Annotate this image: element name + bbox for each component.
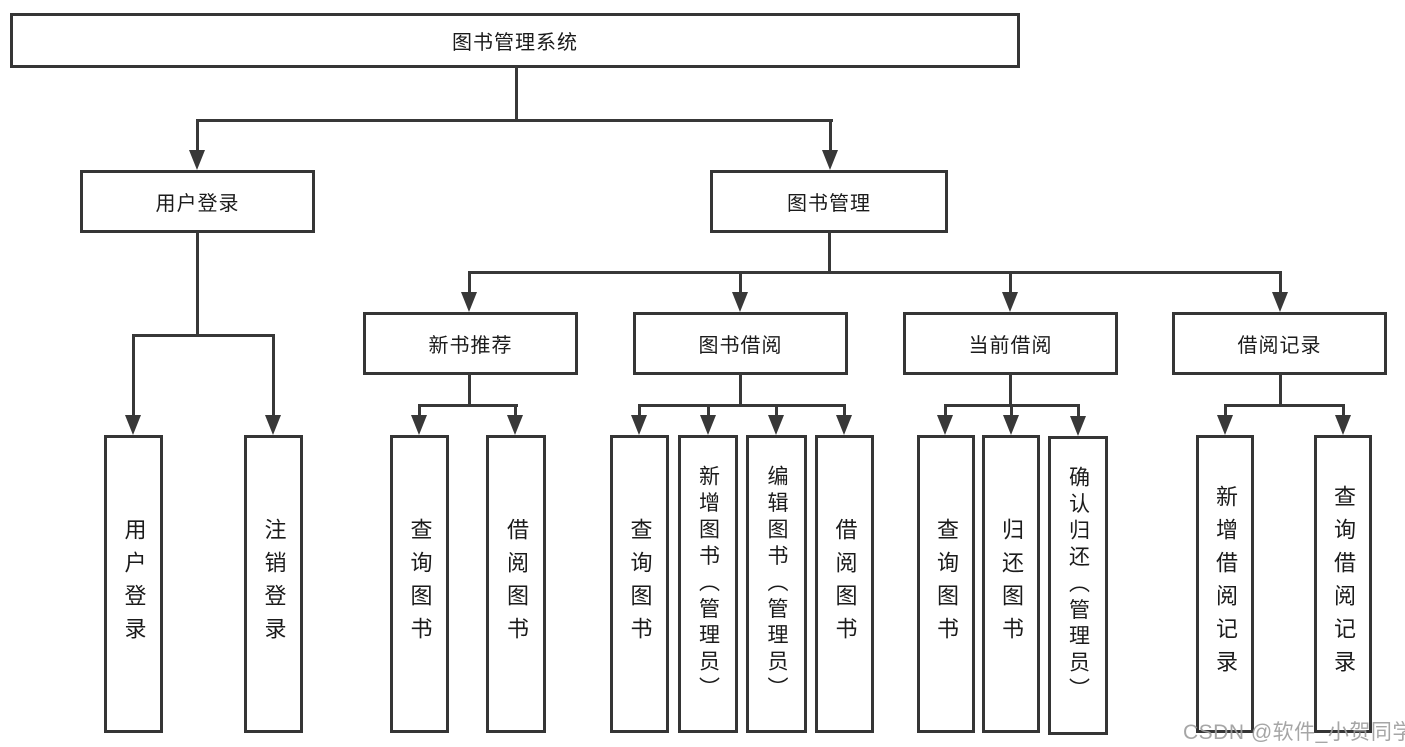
arrowhead-down-icon — [1335, 415, 1351, 435]
connector-drop-leaf — [1224, 404, 1227, 417]
arrowhead-down-icon — [937, 415, 953, 435]
leaf-rec-query-books: 查询图书 — [390, 435, 449, 733]
connector-drop-new-book-recommend — [468, 271, 471, 293]
connector-drop-leaf — [1077, 404, 1080, 417]
connector-drop-leaf — [272, 334, 275, 416]
connector-drop-user-login — [196, 119, 199, 152]
connector-book-management-stem — [828, 231, 831, 274]
leaf-bb-query-books: 查询图书 — [610, 435, 669, 733]
leaf-user-login-label: 用户登录 — [121, 518, 147, 650]
connector-drop-leaf — [418, 404, 421, 417]
leaf-br-query-record-label: 查询借阅记录 — [1331, 485, 1356, 683]
node-user-login-label: 用户登录 — [155, 193, 240, 215]
connector-level3-rail — [468, 271, 1282, 274]
connector-drop-leaf — [775, 404, 778, 417]
leaf-br-add-record: 新增借阅记录 — [1196, 435, 1254, 733]
connector-stem — [468, 373, 471, 407]
leaf-cb-confirm-return-admin: 确认归还（管理员） — [1048, 436, 1108, 735]
connector-drop-book-management — [829, 119, 832, 152]
arrowhead-down-icon — [125, 415, 141, 435]
connector-level2-rail — [196, 119, 833, 122]
connector-drop-leaf — [707, 404, 710, 417]
arrowhead-down-icon — [1217, 415, 1233, 435]
connector-drop-current-borrow — [1009, 271, 1012, 293]
arrowhead-down-icon — [461, 292, 477, 312]
arrowhead-down-icon — [411, 415, 427, 435]
arrowhead-down-icon — [768, 415, 784, 435]
leaf-rec-borrow-books-label: 借阅图书 — [504, 518, 529, 650]
node-book-management-label: 图书管理 — [787, 193, 871, 215]
leaf-bb-edit-books-admin: 编辑图书（管理员） — [746, 435, 807, 733]
node-current-borrow: 当前借阅 — [903, 312, 1118, 375]
arrowhead-down-icon — [189, 150, 205, 170]
leaf-bb-query-books-label: 查询图书 — [627, 518, 653, 650]
node-book-borrow-label: 图书借阅 — [698, 335, 783, 357]
node-book-borrow: 图书借阅 — [633, 312, 848, 375]
leaf-cb-return-books-label: 归还图书 — [999, 518, 1024, 650]
node-new-book-recommend: 新书推荐 — [363, 312, 578, 375]
leaf-logout: 注销登录 — [244, 435, 303, 733]
connector-rail — [1224, 404, 1345, 407]
connector-drop-borrow-records — [1279, 271, 1282, 293]
arrowhead-down-icon — [836, 415, 852, 435]
node-root: 图书管理系统 — [10, 13, 1020, 68]
arrowhead-down-icon — [822, 150, 838, 170]
connector-drop-leaf — [132, 334, 135, 416]
connector-drop-leaf — [843, 404, 846, 417]
node-book-management: 图书管理 — [710, 170, 948, 233]
node-root-label: 图书管理系统 — [452, 32, 578, 54]
connector-stem — [1009, 373, 1012, 407]
leaf-cb-return-books: 归还图书 — [982, 435, 1040, 733]
watermark: CSDN @软件_小贺同学 — [1183, 721, 1405, 744]
connector-drop-leaf — [944, 404, 947, 417]
arrowhead-down-icon — [265, 415, 281, 435]
connector-rail — [638, 404, 846, 407]
leaf-rec-borrow-books: 借阅图书 — [486, 435, 546, 733]
leaf-cb-confirm-return-admin-label: 确认归还（管理员） — [1066, 466, 1090, 705]
node-borrow-records: 借阅记录 — [1172, 312, 1387, 375]
arrowhead-down-icon — [1272, 292, 1288, 312]
connector-drop-leaf — [514, 404, 517, 417]
arrowhead-down-icon — [1003, 415, 1019, 435]
arrowhead-down-icon — [507, 415, 523, 435]
arrowhead-down-icon — [631, 415, 647, 435]
connector-drop-leaf — [1010, 404, 1013, 417]
connector-user-login-rail — [132, 334, 275, 337]
leaf-br-add-record-label: 新增借阅记录 — [1213, 485, 1238, 683]
node-borrow-records-label: 借阅记录 — [1237, 335, 1322, 357]
connector-root-stem — [515, 66, 518, 120]
connector-drop-book-borrow — [739, 271, 742, 293]
connector-stem — [1279, 373, 1282, 407]
leaf-bb-borrow-books-label: 借阅图书 — [832, 518, 858, 650]
arrowhead-down-icon — [1002, 292, 1018, 312]
leaf-bb-add-books-admin-label: 新增图书（管理员） — [696, 464, 720, 704]
connector-drop-leaf — [1342, 404, 1345, 417]
leaf-bb-add-books-admin: 新增图书（管理员） — [678, 435, 738, 733]
connector-drop-leaf — [638, 404, 641, 417]
node-user-login: 用户登录 — [80, 170, 315, 233]
node-new-book-recommend-label: 新书推荐 — [428, 335, 513, 357]
arrowhead-down-icon — [1070, 416, 1086, 436]
leaf-cb-query-books-label: 查询图书 — [934, 518, 959, 650]
leaf-logout-label: 注销登录 — [261, 518, 287, 650]
connector-user-login-stem — [196, 231, 199, 337]
arrowhead-down-icon — [732, 292, 748, 312]
leaf-bb-borrow-books: 借阅图书 — [815, 435, 874, 733]
leaf-br-query-record: 查询借阅记录 — [1314, 435, 1372, 733]
leaf-user-login: 用户登录 — [104, 435, 163, 733]
connector-rail — [418, 404, 518, 407]
leaf-cb-query-books: 查询图书 — [917, 435, 975, 733]
arrowhead-down-icon — [700, 415, 716, 435]
leaf-rec-query-books-label: 查询图书 — [407, 518, 433, 650]
node-current-borrow-label: 当前借阅 — [968, 335, 1053, 357]
leaf-bb-edit-books-admin-label: 编辑图书（管理员） — [765, 464, 788, 704]
connector-stem — [739, 373, 742, 407]
